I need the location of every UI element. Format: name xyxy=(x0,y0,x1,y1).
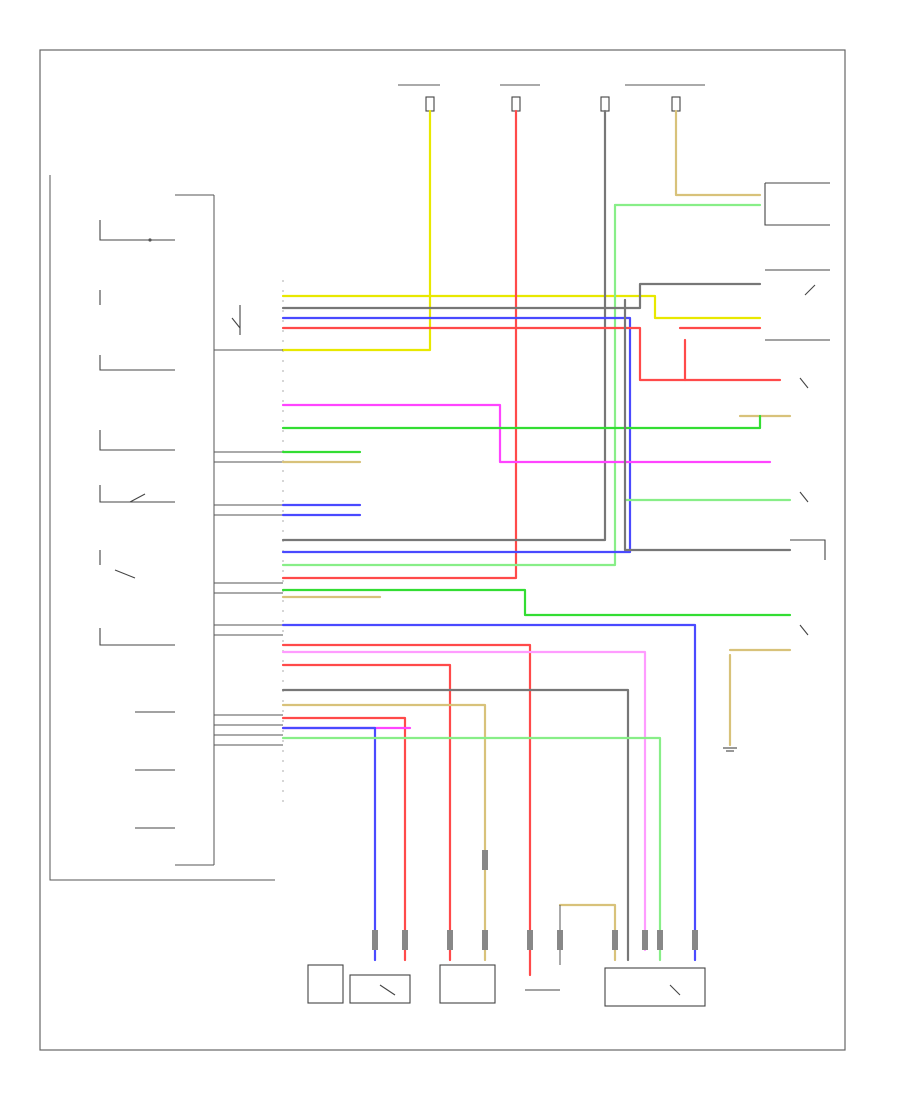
left-component-6 xyxy=(99,550,136,579)
wire-red-lower-3 xyxy=(281,716,407,962)
pressure-sensor xyxy=(764,182,830,226)
wire-blue-lower xyxy=(281,623,697,962)
relay-symbol xyxy=(765,269,830,341)
wire-red-right xyxy=(281,326,782,382)
fuse-3 xyxy=(600,96,610,112)
wire-gray-lower xyxy=(281,688,630,962)
left-component-symbols xyxy=(99,220,175,829)
wire-red-feed xyxy=(281,109,518,580)
ac-control-module xyxy=(49,175,275,881)
wire-tan-feed xyxy=(674,109,762,197)
bottom-component-1 xyxy=(307,964,411,1004)
fuse-4 xyxy=(671,96,681,112)
wire-yellow-feed xyxy=(281,109,432,352)
left-component-1 xyxy=(99,220,175,242)
wire-blue-loop xyxy=(281,316,632,554)
right-switch-1 xyxy=(799,377,809,389)
right-switch-2 xyxy=(799,491,809,503)
wire-pink-lower xyxy=(281,650,647,952)
right-components xyxy=(723,182,830,752)
bottom-component-4 xyxy=(604,967,706,1007)
wire-red-lower xyxy=(281,643,532,977)
left-component-5 xyxy=(99,485,175,503)
module-stubs xyxy=(214,349,283,746)
page-frame xyxy=(39,49,846,1051)
wire-red-lower-2 xyxy=(281,663,452,962)
wire-green-lower xyxy=(281,588,792,617)
bottom-component-2 xyxy=(439,964,496,1004)
ground-symbol xyxy=(723,747,737,752)
wire-gray-feed xyxy=(281,109,607,542)
fuse-1 xyxy=(425,96,435,112)
right-switch-3 xyxy=(799,624,809,636)
wire-tan-lower xyxy=(281,703,487,962)
wire-lightgreen-down xyxy=(281,203,617,567)
wire-gray-right xyxy=(623,298,792,552)
fuse-2 xyxy=(511,96,521,112)
wire-blue-lower-2 xyxy=(281,726,377,962)
left-component-3 xyxy=(99,355,175,371)
bottom-components xyxy=(307,850,706,1007)
wire-magenta xyxy=(281,403,772,464)
wire-tan-bridge xyxy=(558,903,617,962)
left-component-7 xyxy=(99,628,175,646)
wire-green xyxy=(281,414,762,430)
wire-lightgreen-lower xyxy=(281,736,662,962)
wire-gray-top xyxy=(281,282,762,310)
power-supply-section xyxy=(398,84,705,112)
right-connector xyxy=(790,539,826,560)
wire-yellow-bus xyxy=(281,294,762,320)
left-component-4 xyxy=(99,430,175,451)
bottom-connector-ticks xyxy=(372,850,698,950)
pressure-switch-symbol xyxy=(231,305,241,335)
